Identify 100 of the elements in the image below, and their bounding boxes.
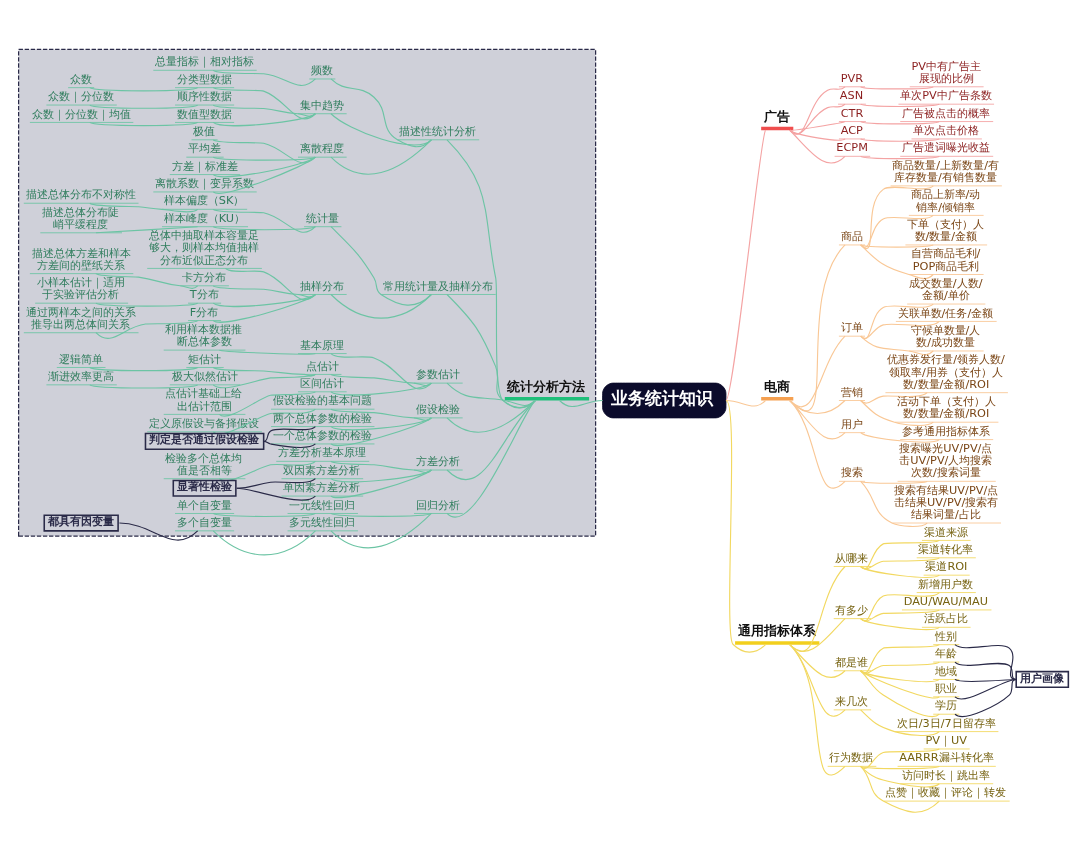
connector (218, 460, 316, 482)
connector (263, 426, 316, 442)
connector (89, 202, 199, 213)
node-text: 性别 (934, 629, 957, 643)
connector (89, 121, 199, 127)
node-text: 分类型数据 (176, 72, 232, 86)
node-text: 样本峰度（KU） (163, 211, 246, 225)
node-text: 回归分析 (415, 498, 460, 512)
node-text: 矩估计 (188, 352, 222, 366)
node-text: 双因素方差分析 (283, 463, 361, 477)
node-text: 集中趋势 (299, 98, 344, 112)
connector (330, 417, 432, 431)
node-text: 频数 (311, 64, 334, 78)
node-text: CTR (840, 106, 864, 120)
node-text: 一个总体参数的检验 (272, 429, 372, 443)
node-text: 来几次 (835, 695, 869, 708)
node-text: 样本偏度（SK） (163, 194, 245, 208)
connector (860, 670, 940, 699)
node-text: 抽样分布 (299, 279, 344, 293)
connector (860, 320, 940, 339)
node-text: 优惠券发行量/领券人数/领取率/用券（支付）人数/数量/金额/ROI (887, 353, 1005, 391)
connector (212, 208, 316, 233)
node-text: 小样本估计｜适用于实验评估分析 (36, 276, 125, 302)
connector (89, 87, 199, 92)
connector (446, 399, 536, 518)
connector (212, 156, 316, 178)
connector (954, 678, 1017, 718)
node-text: 单个自变量 (176, 498, 232, 512)
connector (789, 644, 846, 717)
connector (89, 366, 199, 372)
node-text: 点赞｜收藏｜评论｜转发 (885, 786, 1007, 800)
connector (860, 103, 940, 108)
node-text: 都是谁 (835, 655, 869, 669)
connector (789, 103, 846, 135)
node-text: 描述总体方差和样本方差间的壁纸关系 (31, 246, 131, 272)
node-text: 总量指标｜相对指标 (155, 55, 255, 69)
connector (860, 86, 934, 90)
connector (212, 408, 316, 435)
node-text: 描述性统计分析 (399, 124, 477, 138)
connector (212, 226, 316, 231)
node-text: 参考通用指标体系 (901, 424, 990, 438)
connector (330, 512, 432, 549)
connector (789, 399, 846, 440)
node-text: 假设检验 (415, 403, 460, 417)
connector (860, 214, 934, 248)
node-text: 访问时长｜跳出率 (901, 768, 990, 782)
node-text: 年龄 (934, 647, 957, 661)
connector (860, 480, 928, 484)
node-text: 商品上新率/动销率/倾销率 (910, 188, 981, 214)
node-text: 极值 (193, 124, 216, 138)
node-text: 一元线性回归 (289, 498, 356, 512)
node-text: ECPM (836, 141, 868, 155)
node-text: 广告遣词曝光收益 (901, 141, 990, 155)
node-text: 通用指标体系 (737, 623, 816, 639)
node-text: 新增用户数 (918, 577, 974, 591)
connector (860, 618, 940, 630)
connector (954, 661, 1017, 680)
connector (860, 748, 940, 770)
connector (212, 156, 316, 194)
node-text: 电商 (763, 378, 790, 394)
node-text: 方差｜标准差 (171, 159, 238, 173)
node-text: 渐进效率更高 (48, 369, 115, 383)
connector (789, 399, 846, 489)
connector (212, 373, 316, 389)
connector (212, 512, 316, 518)
node-box: 都具有因变量 (43, 514, 119, 532)
node-text: 广告被点击的概率 (901, 106, 990, 120)
node-text: 点估计基础上给出估计范围 (165, 387, 243, 413)
node-text: 离散程度 (299, 142, 344, 156)
connector (559, 399, 604, 408)
connector (218, 391, 316, 417)
node-text: 平均差 (188, 142, 222, 156)
node-text: 次日/3日/7日留存率 (896, 716, 996, 730)
node-text: PV中有广告主展现的比例 (911, 59, 982, 85)
node-text: 点估计 (305, 359, 339, 373)
node-text: 两个总体参数的检验 (272, 411, 372, 425)
connector (860, 244, 934, 280)
node-text: AARRR漏斗转化率 (899, 751, 994, 765)
connector (860, 244, 934, 248)
connector (212, 113, 316, 127)
node-text: 统计量 (305, 211, 339, 225)
node-text: 下单（支付）人数/数量/金额 (907, 217, 985, 244)
connector (789, 129, 846, 164)
node-text: 单次PV中广告条数 (900, 89, 992, 103)
node-text: 离散系数｜变异系数 (155, 177, 255, 191)
node-text: PVR (840, 71, 864, 85)
connector (860, 670, 940, 718)
connector (725, 399, 767, 407)
node-text: 订单 (840, 321, 863, 335)
node-text: F分布 (189, 305, 219, 319)
connector (95, 320, 199, 339)
node-box: 用户画像 (1015, 670, 1070, 689)
node-text: 众数 (69, 72, 92, 86)
connector (212, 69, 316, 86)
connector (860, 138, 940, 142)
node-text: 学历 (934, 699, 957, 713)
node-text: 行为数据 (829, 751, 874, 765)
connector (789, 121, 846, 131)
node-text: 基本原理 (299, 338, 344, 352)
node-text: 守候单数量/人数/成功数量 (910, 323, 981, 350)
